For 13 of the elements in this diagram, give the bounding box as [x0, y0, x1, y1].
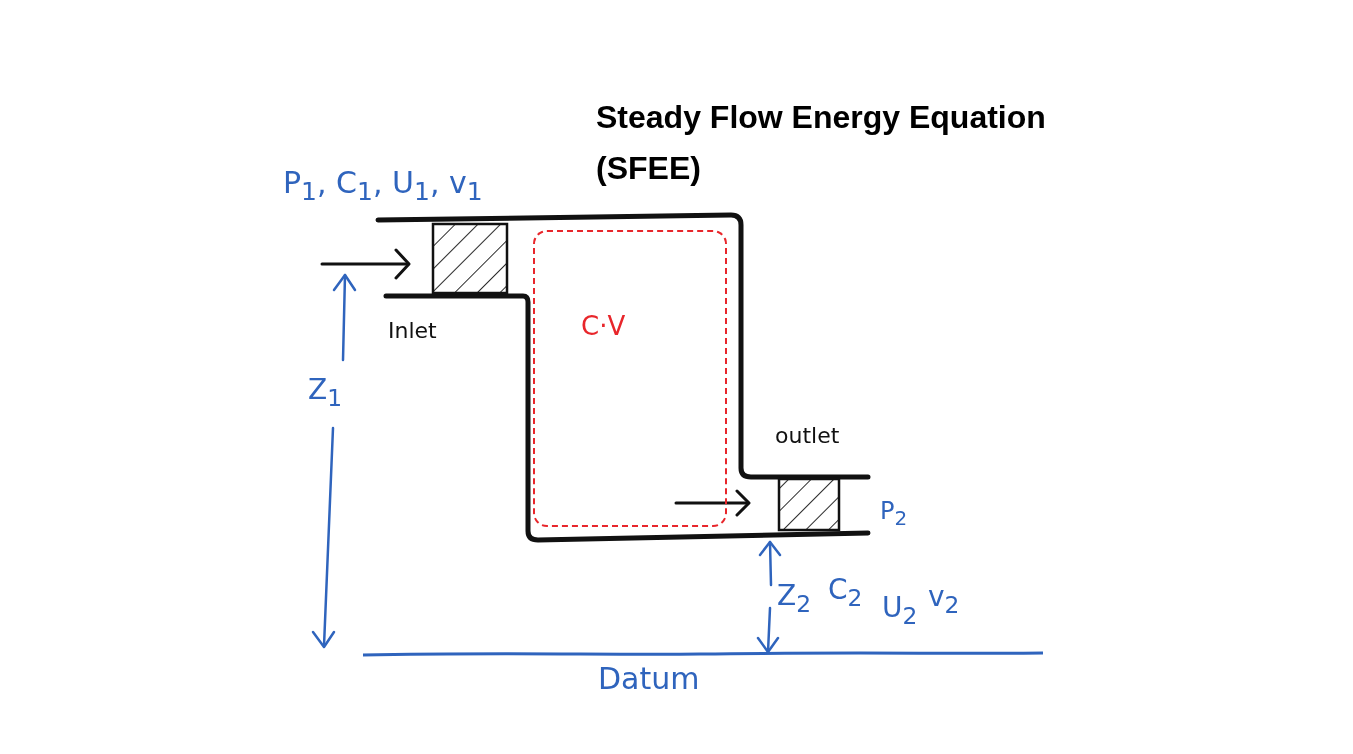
outlet-label: outlet [775, 423, 840, 449]
height-label: Z$_{2}$ [777, 580, 812, 618]
pressure-label: P$_{2}$ [880, 498, 908, 530]
specific-volume-label: v$_{2}$ [928, 581, 960, 619]
control-volume-label: C·V [581, 312, 626, 342]
velocity-label: C$_{2}$ [828, 574, 863, 612]
inlet-label: Inlet [388, 318, 437, 344]
internal-energy-label: U$_{2}$ [882, 592, 918, 630]
datum-label: Datum [598, 662, 700, 697]
control-volume-boundary [533, 230, 727, 527]
state-properties-label: P$_{1}$, C$_{1}$, U$_{1}$, v$_{1}$ [283, 166, 483, 207]
height-label: Z$_{1}$ [308, 374, 343, 412]
title: Steady Flow Energy Equation (SFEE) [596, 98, 1047, 188]
